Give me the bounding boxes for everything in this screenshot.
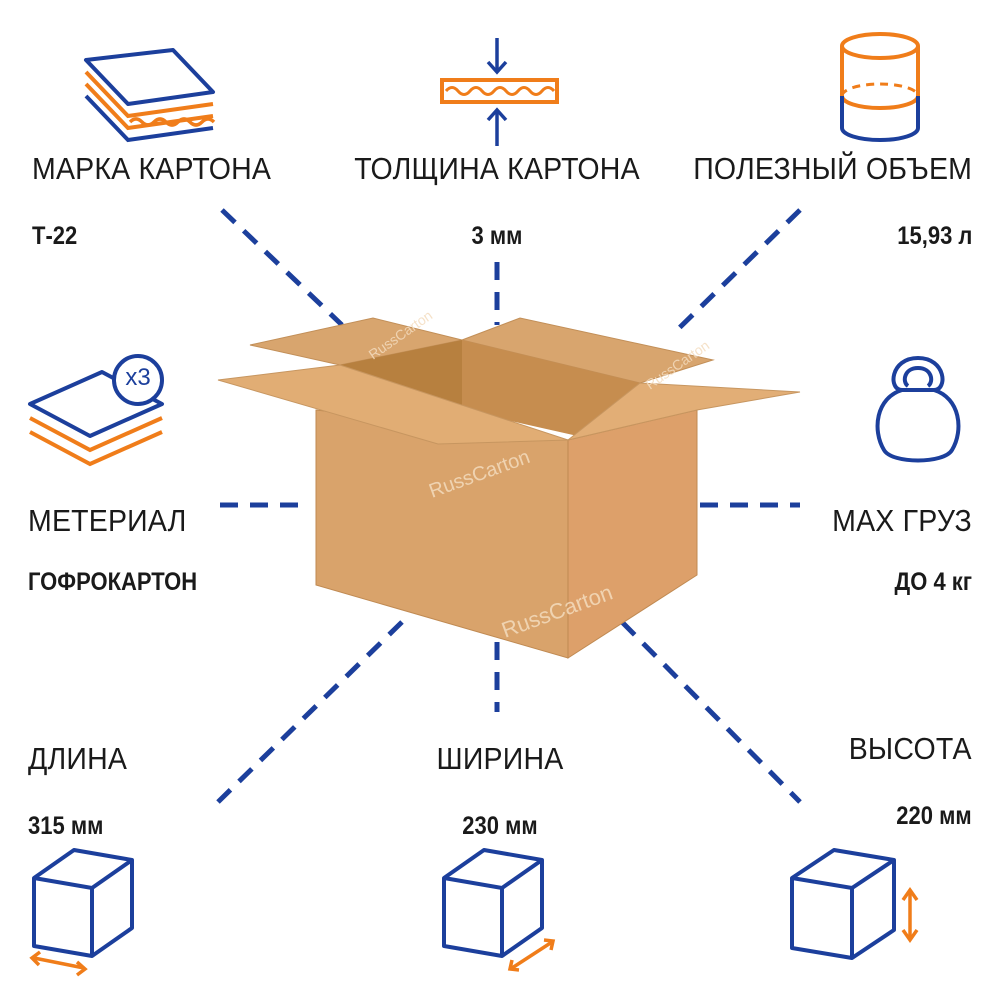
thickness-label: ТОЛЩИНА КАРТОНА [354, 151, 640, 186]
cardboard-layers-icon [84, 48, 216, 143]
volume-label: ПОЛЕЗНЫЙ ОБЪЕМ [693, 151, 972, 186]
box-side-face [567, 409, 698, 659]
cube-height-icon [790, 848, 919, 960]
box-right-flap [567, 382, 801, 441]
weight-icon [875, 355, 961, 463]
volume-value: 15,93 л [896, 222, 972, 250]
thickness-value: 3 мм [471, 222, 523, 250]
maxload-value: ДО 4 кг [894, 568, 972, 596]
grade-label: МАРКА КАРТОНА [32, 151, 272, 186]
connector-length [216, 620, 404, 804]
material-badge: x3 [125, 364, 151, 391]
cube-length-icon [29, 848, 134, 977]
height-value: 220 мм [896, 802, 972, 830]
material-label: МЕТЕРИАЛ [28, 503, 187, 538]
grade-value: Т-22 [32, 222, 78, 250]
length-value: 315 мм [28, 812, 104, 840]
width-value: 230 мм [462, 812, 538, 840]
material-sheets-icon [28, 354, 164, 467]
length-label: ДЛИНА [28, 741, 128, 776]
width-label: ШИРИНА [436, 741, 564, 776]
height-label: ВЫСОТА [848, 731, 972, 766]
volume-cylinder-icon [840, 32, 920, 142]
connector-height [620, 620, 802, 804]
maxload-label: MAX ГРУЗ [832, 503, 972, 538]
box-back-right-flap [460, 317, 715, 384]
cube-width-icon [442, 848, 556, 972]
material-value: ГОФРОКАРТОН [28, 568, 198, 596]
thickness-icon [440, 38, 559, 146]
